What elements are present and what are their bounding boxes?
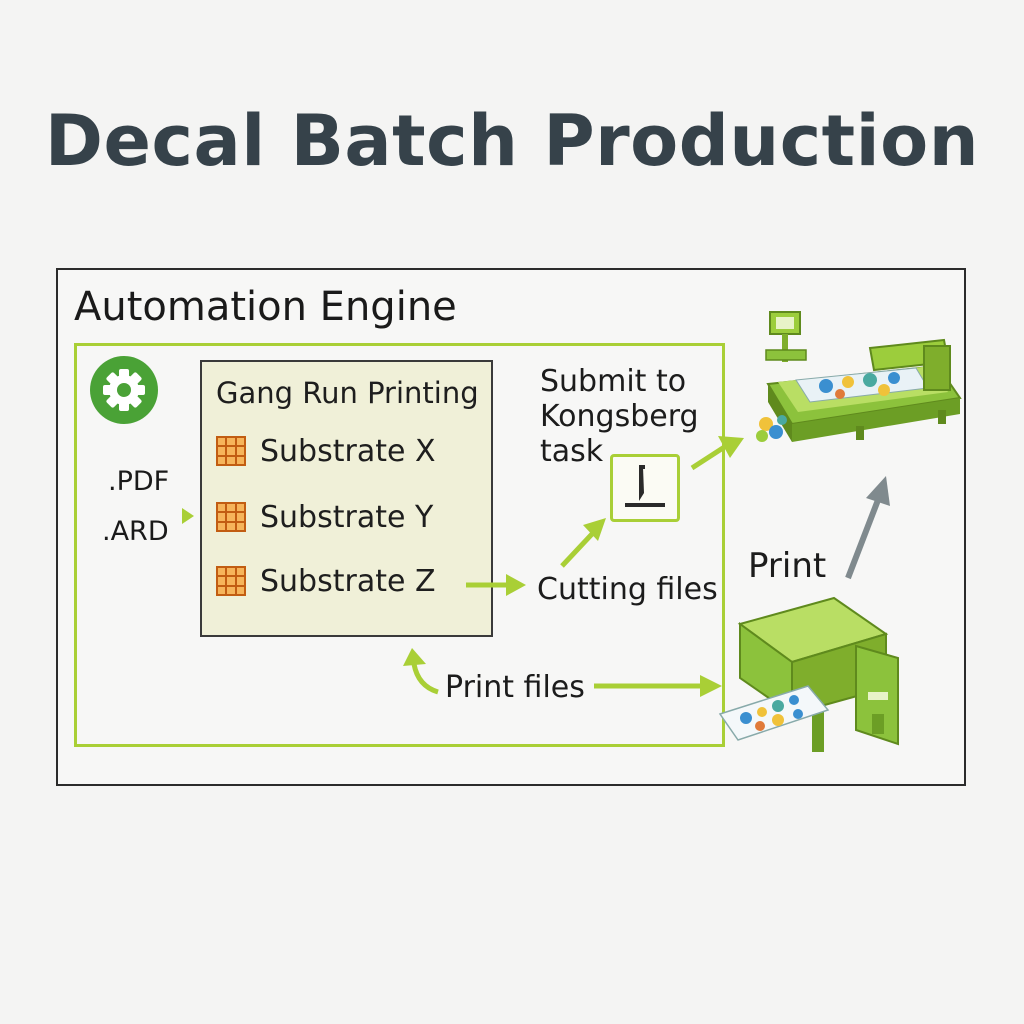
print-label: Print [748,546,827,586]
gang-run-title: Gang Run Printing [216,376,479,410]
diagram-title: Decal Batch Production [44,100,980,182]
substrate-label: Substrate Y [260,499,434,535]
blade-icon [610,454,680,522]
automation-engine-frame [74,343,725,747]
cutting-files-label: Cutting files [537,572,718,607]
automation-engine-label: Automation Engine [74,284,457,330]
kongsberg-task-line-1: Submit to [540,364,687,399]
print-arrow [845,476,890,580]
kongsberg-task-line-2: Kongsberg [540,399,699,434]
submit-arrow [560,518,606,568]
printer-icon [718,596,899,752]
substrate-item: Substrate Y [216,499,434,535]
substrate-label: Substrate Z [260,563,436,599]
substrate-label: Substrate X [260,433,436,469]
grid-icon [216,566,246,596]
cutting-table-icon [756,311,962,442]
print-files-arrow [594,675,722,697]
cutting-files-arrow [466,574,526,596]
input-arrow [182,508,194,524]
gear-icon [90,356,158,424]
gang-run-box [200,360,493,637]
substrate-item: Substrate Z [216,563,436,599]
substrate-item: Substrate X [216,433,436,469]
input-format-pdf: .PDF [108,466,170,497]
return-arrow [403,648,439,695]
grid-icon [216,436,246,466]
print-files-label: Print files [445,670,585,705]
grid-icon [216,502,246,532]
to-cutting-table-arrow [690,436,744,471]
input-format-ard: .ARD [102,516,169,547]
kongsberg-task-line-3: task [540,434,604,469]
